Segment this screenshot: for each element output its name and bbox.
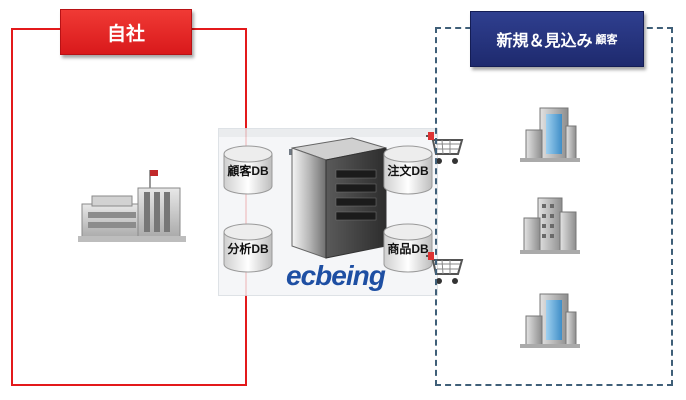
database-cylinder-icon (383, 223, 433, 273)
order-db: 注文DB (382, 144, 434, 196)
server-tower-icon (291, 137, 387, 259)
customers-label: 新規＆見込み顧客 (470, 11, 644, 67)
customers-label-suffix: 顧客 (595, 33, 618, 46)
analysis-db: 分析DB (222, 222, 274, 274)
office-building-icon (520, 293, 580, 348)
database-cylinder-icon (383, 145, 433, 195)
factory-building-icon (78, 170, 186, 242)
office-building-icon (520, 107, 580, 162)
shopping-cart-icon (426, 132, 464, 164)
ecbeing-logo: ecbeing (286, 260, 386, 291)
customer-db-label: 顧客DB (227, 164, 269, 178)
customers-label-text: 新規＆見込み (496, 31, 593, 50)
own-company-label: 自社 (60, 9, 192, 55)
product-db-label: 商品DB (387, 242, 429, 256)
database-cylinder-icon (223, 145, 273, 195)
order-db-label: 注文DB (387, 164, 429, 178)
product-db: 商品DB (382, 222, 434, 274)
analysis-db-label: 分析DB (227, 242, 269, 256)
database-cylinder-icon (223, 223, 273, 273)
own-company-label-text: 自社 (106, 22, 145, 45)
shopping-cart-icon (426, 252, 464, 284)
office-building-icon (520, 197, 580, 254)
customer-db: 顧客DB (222, 144, 274, 196)
